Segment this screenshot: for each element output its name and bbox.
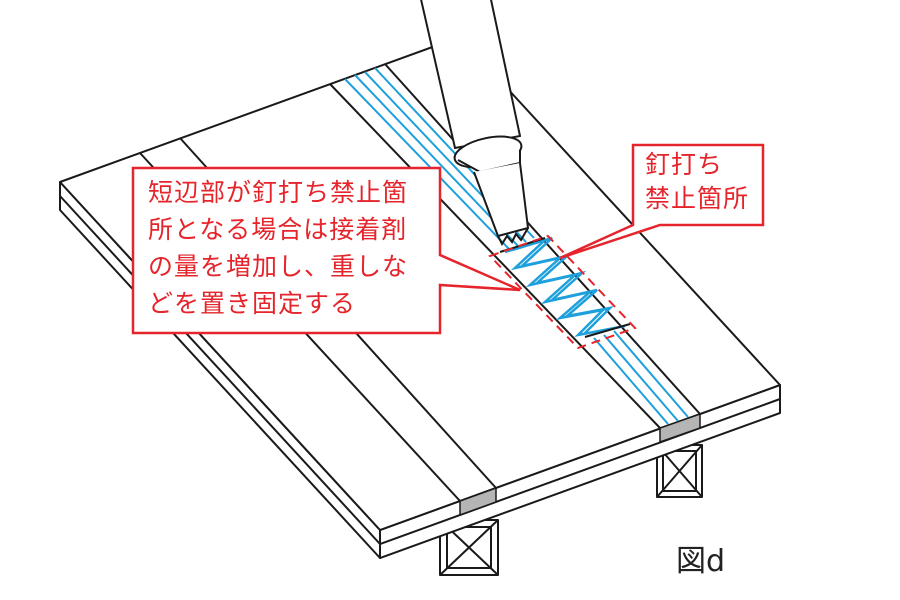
joint-marker	[459, 486, 497, 517]
left-callout-box	[131, 166, 521, 335]
callout-line: 禁止箇所	[645, 184, 750, 213]
right-callout-box	[559, 143, 765, 260]
joint-marker	[659, 412, 701, 444]
figure-label: 図d	[676, 544, 726, 579]
callout-line: どを置き固定する	[148, 289, 357, 318]
callout-line: 短辺部が釘打ち禁止箇	[148, 178, 409, 207]
right-callout-text: 釘打ち 禁止箇所	[645, 148, 765, 216]
callout-line: の量を増加し、重しな	[148, 252, 409, 281]
callout-line: 所となる場合は接着剤	[148, 215, 408, 244]
left-callout-text: 短辺部が釘打ち禁止箇 所となる場合は接着剤 の量を増加し、重しな どを置き固定す…	[148, 174, 438, 322]
no-nail-zone	[488, 234, 637, 350]
callout-line: 釘打ち	[645, 150, 724, 179]
nail-gun	[420, 0, 530, 247]
support-block-right	[656, 444, 703, 498]
